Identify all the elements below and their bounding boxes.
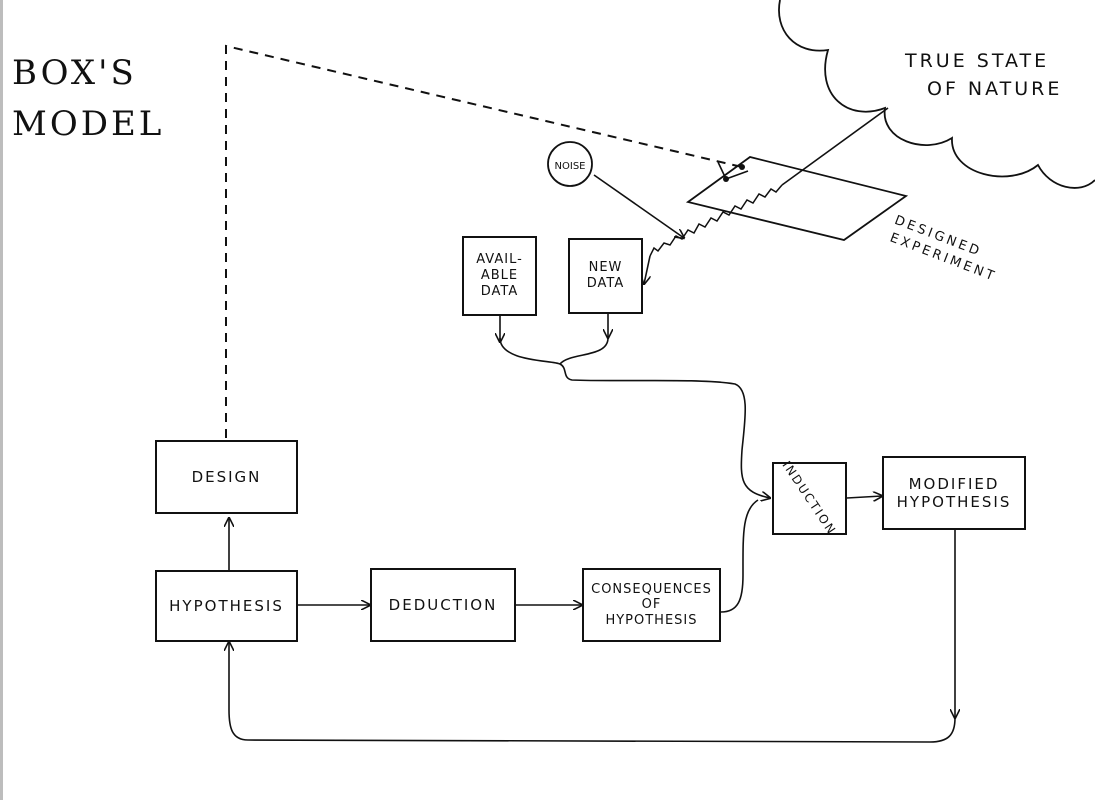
- link-bracket: [717, 161, 749, 181]
- feedback-return: [229, 642, 956, 743]
- nature-cloud: [778, 0, 1095, 189]
- induction-to-modified-arrow: [846, 496, 882, 498]
- induction-box: Induction: [772, 459, 847, 538]
- ray-to-new-data-arrow: [644, 255, 651, 284]
- available-data-box: Avail- able data: [462, 236, 537, 316]
- design-box: Design: [155, 440, 298, 514]
- link-dot-b: [739, 164, 745, 170]
- nature-ray: [781, 107, 889, 186]
- new-data-box: New data: [568, 238, 643, 314]
- diagram-title: Box's Model: [12, 53, 165, 144]
- modified-hypothesis-box: Modified Hypothesis: [882, 456, 1026, 530]
- page-edge: [0, 0, 3, 800]
- noise-arrow: [593, 174, 684, 238]
- nature-ray-noisy: [649, 184, 783, 257]
- experiment-plane: [685, 156, 909, 241]
- data-merge-line: [499, 337, 770, 498]
- noise-label: Noise: [554, 160, 586, 172]
- noise-circle: [547, 141, 593, 187]
- hypothesis-box: Hypothesis: [155, 570, 298, 642]
- deduction-box: Deduction: [370, 568, 516, 642]
- nature-label: True State Of Nature: [905, 50, 1063, 100]
- new-data-merge: [559, 337, 609, 365]
- design-dashed-link: [225, 44, 743, 438]
- consequences-to-induction: [720, 499, 759, 613]
- consequences-box: Consequences of Hypothesis: [582, 568, 721, 642]
